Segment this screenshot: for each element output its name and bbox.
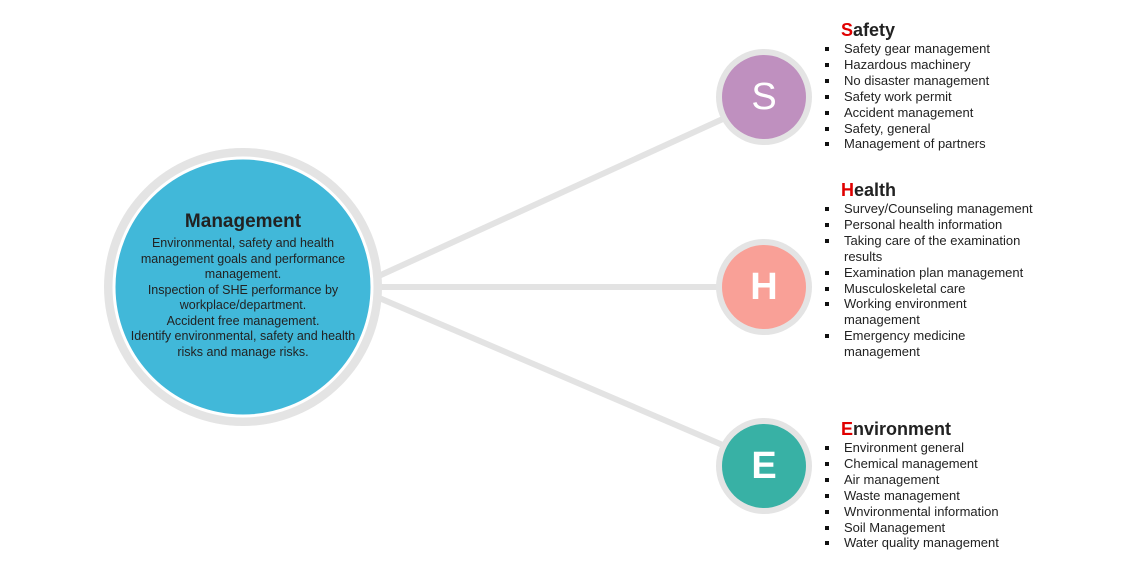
title-initial: E xyxy=(841,419,854,439)
management-line: Identify environmental, safety and healt… xyxy=(130,329,356,359)
list-item: Water quality management xyxy=(822,535,1034,551)
list-item: Musculoskeletal care xyxy=(822,281,1034,297)
environment-list: Environment general Chemical management … xyxy=(822,440,1034,551)
list-item: Environment general xyxy=(822,440,1034,456)
safety-section: Safety Safety gear management Hazardous … xyxy=(822,19,1034,152)
safety-title: Safety xyxy=(841,19,1034,41)
health-letter: H xyxy=(750,266,778,308)
health-title: Health xyxy=(841,179,1034,201)
management-line: Inspection of SHE performance by workpla… xyxy=(147,282,339,313)
list-item: Accident management xyxy=(822,105,1034,121)
management-line: Environmental, safety and health managem… xyxy=(140,236,346,281)
list-item: Soil Management xyxy=(822,520,1034,536)
list-item: Emergency medicine management xyxy=(822,328,1034,360)
list-item: Personal health information xyxy=(822,217,1034,233)
management-line: Accident free management. xyxy=(166,313,320,328)
list-item: Chemical management xyxy=(822,456,1034,472)
title-rest: nvironment xyxy=(853,419,952,439)
health-section: Health Survey/Counseling management Pers… xyxy=(822,179,1034,360)
safety-letter: S xyxy=(751,76,777,118)
environment-title: Environment xyxy=(841,418,1034,440)
list-item: Survey/Counseling management xyxy=(822,201,1034,217)
health-list: Survey/Counseling management Personal he… xyxy=(822,201,1034,360)
connector-safety xyxy=(368,115,727,283)
list-item: Safety gear management xyxy=(822,41,1034,57)
environment-section: Environment Environment general Chemical… xyxy=(822,418,1034,551)
connector-environment xyxy=(368,291,727,449)
management-title: Management xyxy=(184,211,302,232)
list-item: Examination plan management xyxy=(822,265,1034,281)
environment-circle xyxy=(722,424,806,508)
list-item: Waste management xyxy=(822,488,1034,504)
title-rest: afety xyxy=(853,20,896,40)
title-initial: H xyxy=(841,180,854,200)
title-initial: S xyxy=(841,20,854,40)
management-text: Management Environmental, safety and hea… xyxy=(123,210,363,360)
list-item: Working environment management xyxy=(822,296,1034,328)
safety-list: Safety gear management Hazardous machine… xyxy=(822,41,1034,152)
list-item: Safety work permit xyxy=(822,89,1034,105)
safety-circle xyxy=(722,55,806,139)
list-item: Safety, general xyxy=(822,121,1034,137)
list-item: Air management xyxy=(822,472,1034,488)
health-circle xyxy=(722,245,806,329)
list-item: Hazardous machinery xyxy=(822,57,1034,73)
management-circle xyxy=(112,156,374,418)
title-rest: ealth xyxy=(854,180,897,200)
list-item: Management of partners xyxy=(822,136,1034,152)
environment-letter: E xyxy=(751,445,777,487)
list-item: Taking care of the examination results xyxy=(822,233,1034,265)
list-item: Wnvironmental information xyxy=(822,504,1034,520)
list-item: No disaster management xyxy=(822,73,1034,89)
